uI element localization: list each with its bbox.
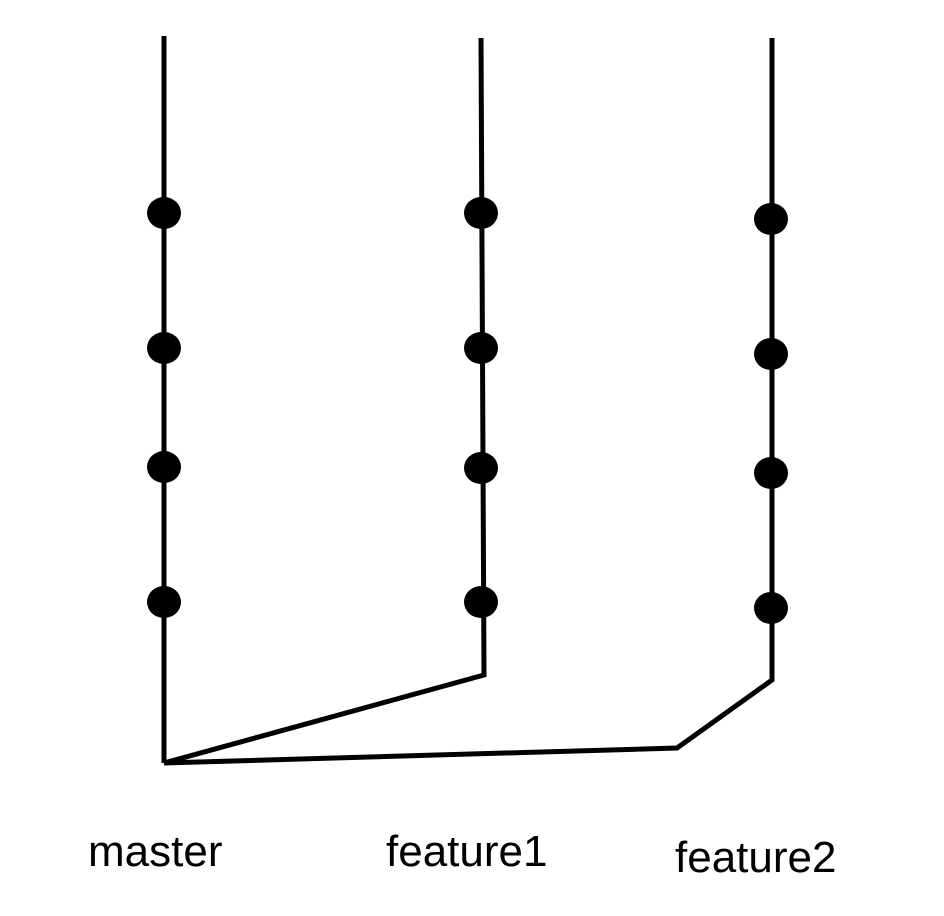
- feature2-commit-1: [754, 203, 788, 235]
- feature2-commit-2: [754, 338, 788, 370]
- feature1-branch-line: [163, 37, 487, 766]
- master-label: master: [88, 827, 222, 876]
- master-commit-2: [147, 332, 181, 364]
- feature2-commit-3: [754, 457, 788, 489]
- master-commit-1: [147, 197, 181, 229]
- feature1-label: feature1: [386, 827, 547, 876]
- feature2-label: feature2: [675, 833, 836, 882]
- feature1-commit-2: [464, 332, 498, 364]
- feature1-commit-4: [464, 586, 498, 618]
- master-commit-3: [147, 451, 181, 483]
- feature1-commit-3: [464, 452, 498, 484]
- master-commit-4: [147, 586, 181, 618]
- feature1-commit-1: [464, 197, 498, 229]
- feature2-commit-4: [754, 592, 788, 624]
- feature2-branch-line: [163, 38, 775, 766]
